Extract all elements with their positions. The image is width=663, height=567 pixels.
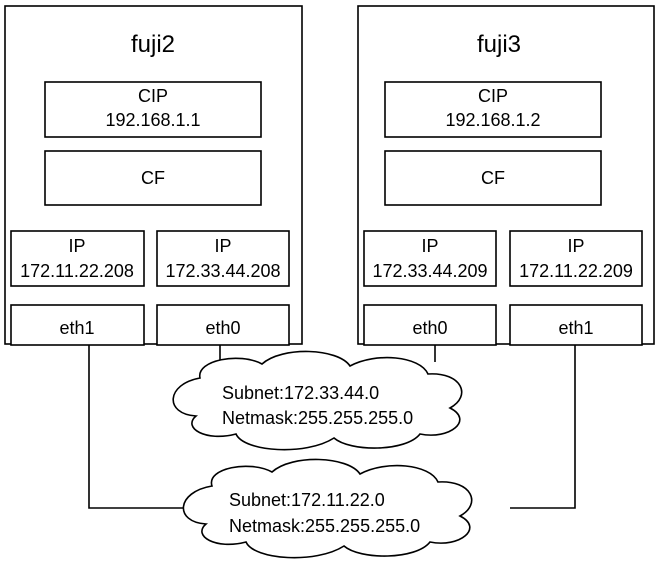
fuji3-eth-right-box [509,304,643,346]
fuji2-cip-address: 192.168.1.1 [105,110,200,130]
upper-subnet-cloud: Subnet:172.33.44.0 Netmask:255.255.255.0 [172,350,463,451]
fuji2-ip-right-label: IP [214,236,231,256]
fuji2-eth-right-label: eth0 [205,318,240,338]
fuji2-ip-left-label: IP [68,236,85,256]
fuji2-cip-label: CIP [138,86,168,106]
fuji2-cip-box [44,81,262,138]
fuji3-host-name: fuji3 [477,31,521,58]
upper-netmask-text: Netmask:255.255.255.0 [222,408,413,428]
fuji3-eth-left-label: eth0 [412,318,447,338]
host-fuji2: fuji2 CIP 192.168.1.1 CF IP 172.11.22.20… [4,5,303,346]
fuji3-eth-left-box [363,304,497,346]
fuji3-cip-address: 192.168.1.2 [445,110,540,130]
lower-subnet-text: Subnet:172.11.22.0 [229,490,385,510]
fuji3-ip-left-address: 172.33.44.209 [372,261,487,281]
fuji2-eth-left-box [10,304,145,346]
fuji2-ip-right-box [156,230,290,287]
fuji2-ip-left-address: 172.11.22.208 [20,261,134,281]
fuji2-eth-right-box [156,304,290,346]
fuji2-cf-box [44,150,262,206]
lower-subnet-cloud: Subnet:172.11.22.0 Netmask:255.255.255.0 [182,458,473,559]
upper-subnet-text: Subnet:172.33.44.0 [222,383,379,403]
fuji2-cf-label: CF [141,168,165,188]
lower-netmask-text: Netmask:255.255.255.0 [229,516,420,536]
lower-cloud-shape [182,458,473,559]
fuji3-eth1-link [510,345,576,509]
fuji3-ip-right-label: IP [567,236,584,256]
upper-cloud-shape [172,350,463,451]
fuji3-cf-box [384,150,602,206]
fuji2-eth-left-label: eth1 [59,318,94,338]
fuji2-eth1-link [88,345,220,509]
fuji2-ip-left-box [10,230,145,287]
fuji3-ip-left-box [363,230,497,287]
fuji3-ip-left-label: IP [421,236,438,256]
fuji3-ip-right-address: 172.11.22.209 [519,261,633,281]
fuji2-host-name: fuji2 [131,31,175,58]
host-fuji3: fuji3 CIP 192.168.1.2 CF IP 172.33.44.20… [357,5,655,346]
fuji3-eth-right-label: eth1 [558,318,593,338]
fuji3-cip-box [384,81,602,138]
fuji3-cf-label: CF [481,168,505,188]
fuji3-cip-label: CIP [478,86,508,106]
fuji2-ip-right-address: 172.33.44.208 [165,261,280,281]
fuji3-ip-right-box [509,230,643,287]
